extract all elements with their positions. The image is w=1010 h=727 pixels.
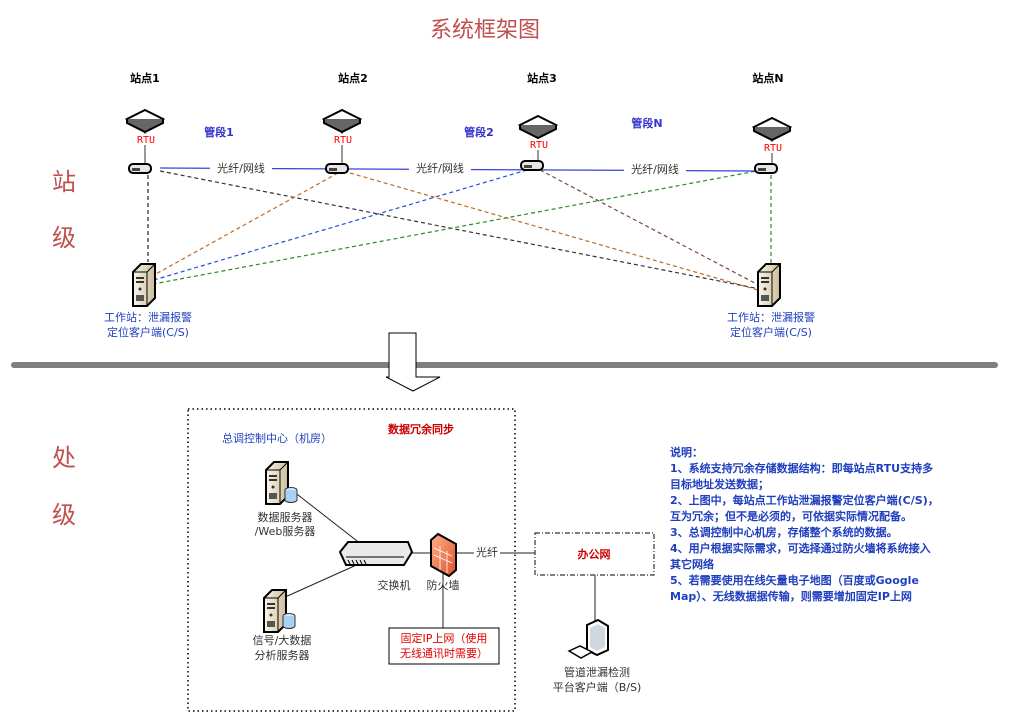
fixed-ip-line1: 固定IP上网（使用 [401,631,488,645]
rtu-label: RTU [137,135,155,146]
rtu-label: RTU [764,143,782,154]
rtu-icon [126,109,164,133]
db-server-label-2: /Web服务器 [255,525,316,538]
site-2-node: RTU [323,109,361,174]
fixed-ip-line2: 无线通讯时需要） [400,646,488,660]
control-center-title: 总调控制中心（机房） [222,431,332,445]
down-arrow-icon [385,332,441,392]
fiber-label: 光纤 [476,545,498,559]
rtu-label: RTU [530,140,548,151]
segment-2-label: 管段2 [464,125,494,139]
note-line: 1、系统支持冗余存储数据结构：即每站点RTU支持多 [670,461,933,475]
workstation-right-line2: 定位客户端(C/S) [730,325,812,339]
site-n-label: 站点N [752,71,783,85]
client-label-2: 平台客户端（B/S) [553,680,642,694]
notes-block: 说明： 1、系统支持冗余存储数据结构：即每站点RTU支持多 目标地址发送数据； … [670,445,939,603]
analysis-server-label-1: 信号/大数据 [253,633,312,647]
diagram-title: 系统框架图 [430,18,540,43]
link-label-2: 光纤/网线 [416,161,464,175]
office-network-label: 办公网 [578,547,611,561]
note-line: 目标地址发送数据； [670,477,769,491]
db-server-label-1: 数据服务器 [258,510,313,524]
hub-icon [128,163,152,174]
analysis-server [263,589,296,633]
site-n-node: RTU [753,117,791,174]
rtu-icon [519,115,557,139]
site-1-node: RTU [126,109,164,174]
workstation-left-server-icon [132,263,156,307]
level-station-char2: 级 [52,224,76,252]
control-center-box [187,408,516,712]
fixed-ip-box [388,627,500,665]
hub-icon [520,160,544,171]
note-line: 互为冗余；但不是必须的，可依据实际情况配备。 [670,509,912,523]
segment-1-label: 管段1 [204,125,234,139]
site-3-node: RTU [519,115,557,171]
level-office-char1: 处 [52,444,76,472]
database-icon [282,613,296,629]
note-line: 4、用户根据实际需求，可选择通过防火墙将系统接入 [670,541,931,555]
workstation-left-line2: 定位客户端(C/S) [107,325,189,339]
client-pc-icon [567,618,609,659]
rtu-icon [323,109,361,133]
workstation-right-line1: 工作站：泄漏报警 [727,310,815,324]
site-3-label: 站点3 [527,71,557,85]
firewall-label: 防火墙 [427,578,460,592]
hub-icon [754,163,778,174]
database-icon [284,487,298,503]
link-label-1: 光纤/网线 [217,161,265,175]
switch-icon [338,541,414,566]
workstation-left-line1: 工作站：泄漏报警 [104,310,192,324]
office-network-box [534,532,655,576]
segment-n-label: 管段N [631,116,662,130]
note-line: Map）、无线数据据传输，则需要增加固定IP上网 [670,589,912,603]
link-label-3: 光纤/网线 [631,162,679,176]
note-line: 5、若需要使用在线矢量电子地图（百度或Google [670,573,919,587]
hub-icon [325,163,349,174]
analysis-server-label-2: 分析服务器 [255,648,310,662]
note-line: 说明： [670,445,703,459]
db-server [265,461,298,505]
rtu-label: RTU [334,135,352,146]
note-line: 其它网络 [670,557,714,571]
level-office-char2: 级 [52,501,76,529]
switch-label: 交换机 [378,578,411,592]
firewall-icon [430,532,457,578]
client-label-1: 管道泄漏检测 [564,665,630,679]
rtu-icon [753,117,791,141]
note-line: 3、总调控制中心机房，存储整个系统的数据。 [670,525,898,539]
site-1-label: 站点1 [130,71,160,85]
note-line: 2、上图中，每站点工作站泄漏报警定位客户端(C/S)， [670,493,939,507]
workstation-right-server-icon [757,263,781,307]
level-station-char1: 站 [52,168,76,196]
site-2-label: 站点2 [338,71,368,85]
redundant-links [144,169,772,293]
data-sync-label: 数据冗余同步 [388,422,454,436]
